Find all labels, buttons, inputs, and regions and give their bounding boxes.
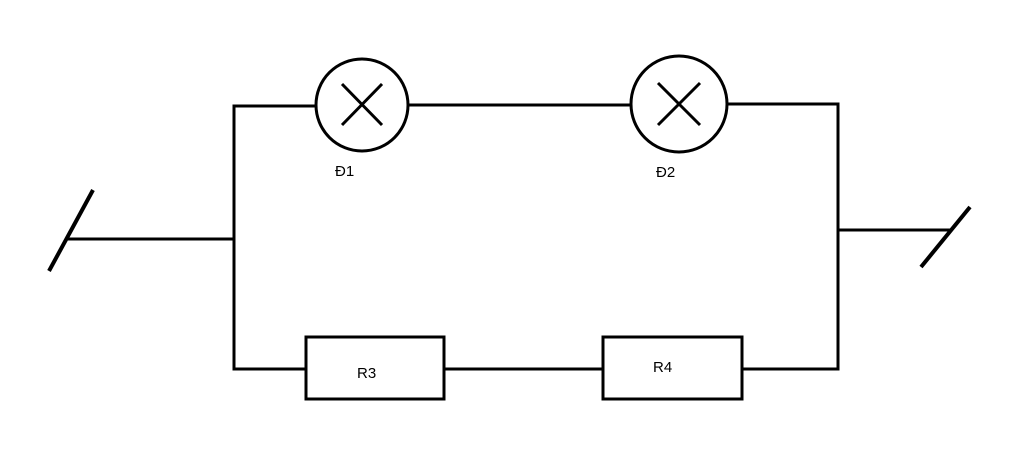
resistor-r3-body — [304, 335, 446, 401]
resistor-r4: R4 — [601, 335, 744, 401]
resistor-r4-label: R4 — [653, 359, 672, 376]
lamp-d1: Đ1 — [314, 57, 410, 180]
lamp-d2: Đ2 — [629, 54, 729, 181]
lamp-d2-cross-b — [656, 81, 702, 127]
lamp-d1-label: Đ1 — [335, 163, 354, 180]
right-terminal-slash — [919, 205, 972, 269]
resistor-r3-label: R3 — [357, 365, 376, 382]
left-terminal-slash — [47, 189, 95, 272]
left-terminal — [47, 189, 236, 272]
resistor-r3: R3 — [304, 335, 446, 401]
lamp-d2-label: Đ2 — [656, 164, 675, 181]
lamp-d1-cross-b — [340, 82, 384, 127]
right-terminal — [836, 205, 972, 269]
resistor-r4-body — [601, 335, 744, 401]
